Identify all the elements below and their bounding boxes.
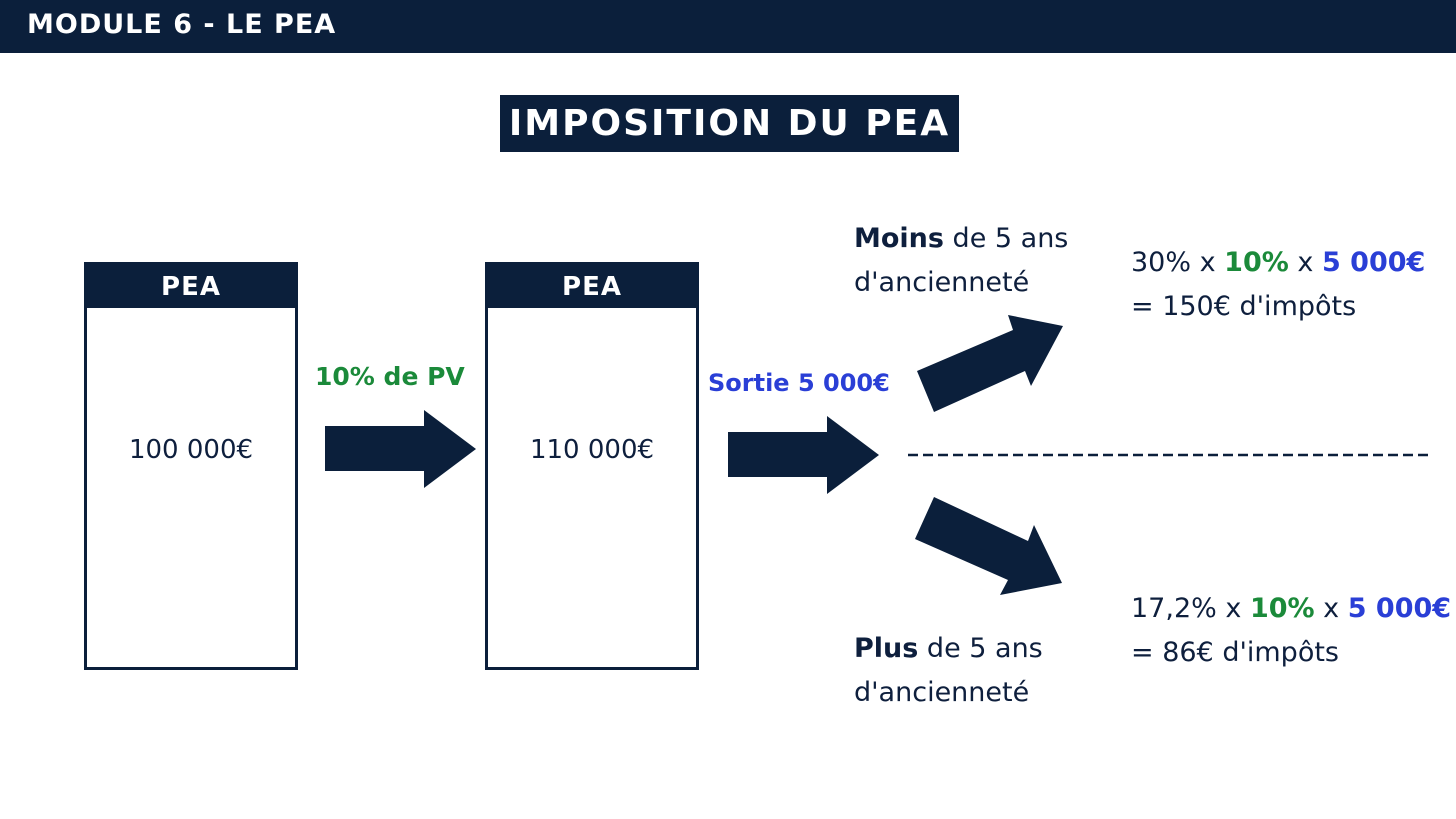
lower-calc-x2: x	[1314, 593, 1348, 624]
pea-box-amount: 100 000€	[128, 435, 254, 465]
lower-calc-rate: 17,2%	[1131, 593, 1217, 624]
gain-label: 10% de PV	[315, 362, 465, 391]
upper-condition-rest: de 5 ans	[943, 223, 1069, 254]
lower-calc-result: = 86€ d'impôts	[1131, 637, 1339, 668]
arrow-right-icon	[325, 410, 476, 488]
header-bar: MODULE 6 - LE PEA	[0, 0, 1456, 53]
upper-calc-amount: 5 000€	[1321, 247, 1426, 278]
pea-box-header: PEA	[87, 265, 295, 308]
upper-calculation: 30% x 10% x 5 000€ = 150€ d'impôts	[1131, 241, 1425, 329]
upper-calc-x1: x	[1191, 247, 1225, 278]
lower-condition: Plus de 5 ans d'ancienneté	[854, 627, 1043, 715]
lower-calc-amount: 5 000€	[1347, 593, 1452, 624]
pea-box-amount: 110 000€	[529, 435, 655, 465]
exit-label: Sortie 5 000€	[708, 369, 890, 397]
lower-calc-x1: x	[1216, 593, 1250, 624]
upper-calc-x2: x	[1288, 247, 1322, 278]
upper-calc-rate: 30%	[1131, 247, 1192, 278]
module-title: MODULE 6 - LE PEA	[27, 9, 337, 40]
arrow-up-right-icon	[917, 315, 1063, 412]
lower-calc-pv: 10%	[1249, 593, 1315, 624]
upper-calc-pv: 10%	[1224, 247, 1289, 278]
arrow-down-right-icon	[915, 497, 1062, 595]
lower-calculation: 17,2% x 10% x 5 000€ = 86€ d'impôts	[1131, 587, 1451, 675]
upper-condition-line2: d'ancienneté	[854, 267, 1030, 298]
upper-condition-bold: Moins	[854, 223, 944, 254]
lower-condition-rest: de 5 ans	[918, 633, 1043, 664]
title-banner: IMPOSITION DU PEA	[500, 95, 959, 152]
pea-box-header: PEA	[488, 265, 696, 308]
lower-condition-line2: d'ancienneté	[854, 677, 1030, 708]
pea-box-initial: PEA 100 000€	[84, 262, 298, 670]
upper-condition: Moins de 5 ans d'ancienneté	[854, 217, 1068, 305]
pea-box-after-gain: PEA 110 000€	[485, 262, 699, 670]
page-title: IMPOSITION DU PEA	[508, 103, 951, 144]
arrow-right-icon	[728, 416, 879, 494]
lower-condition-bold: Plus	[854, 633, 919, 664]
upper-calc-result: = 150€ d'impôts	[1131, 291, 1357, 322]
